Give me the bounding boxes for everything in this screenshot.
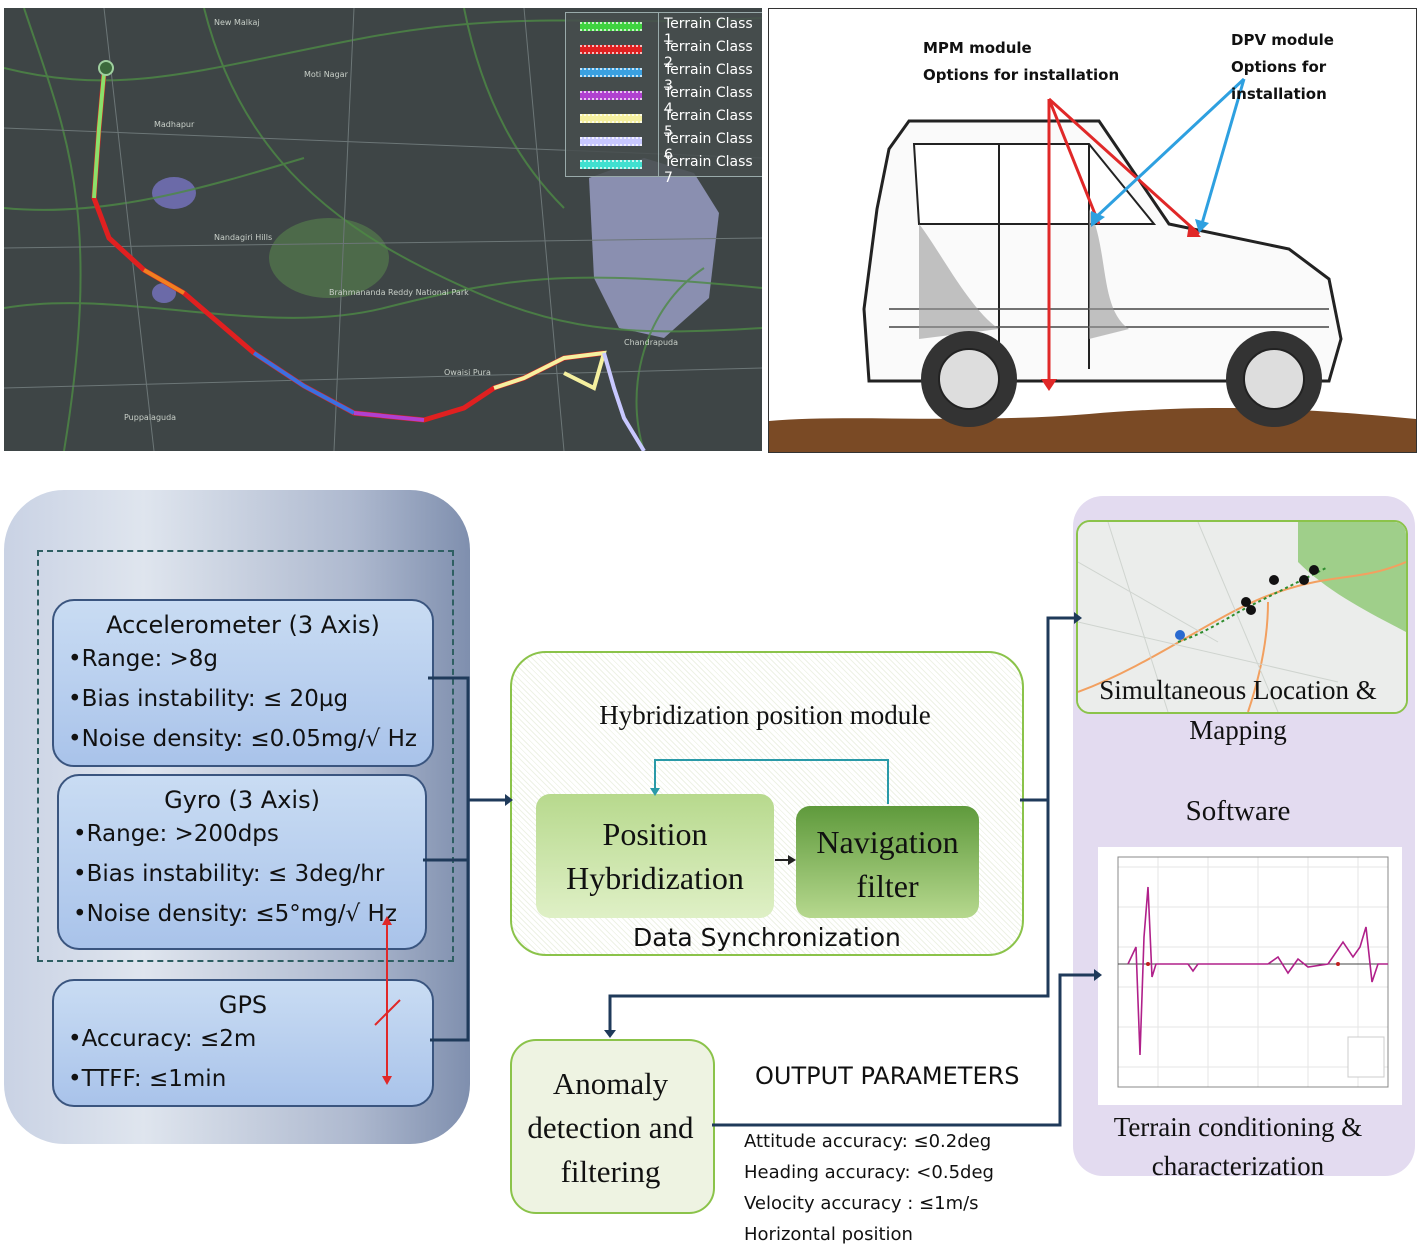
output-parameters-list: Attitude accuracy: ≤0.2deg Heading accur… xyxy=(744,1126,994,1250)
legend-item: Terrain Class 6 xyxy=(566,129,762,163)
imu-dashed-boundary xyxy=(37,550,454,962)
accelerometer-box: Accelerometer (3 Axis) •Range: >8g •Bias… xyxy=(52,599,434,767)
legend-item: Terrain Class 1 xyxy=(566,14,762,48)
anomaly-detection-box xyxy=(510,1039,715,1214)
slam-map xyxy=(1076,520,1408,714)
legend-item: Terrain Class 2 xyxy=(566,37,762,71)
legend-item: Terrain Class 7 xyxy=(566,152,762,186)
map-legend: Terrain Class 1 Terrain Class 2 Terrain … xyxy=(565,12,762,186)
output-item: Velocity accuracy : ≤1m/s xyxy=(744,1193,979,1214)
data-synchronization-label: Data Synchronization xyxy=(633,923,901,952)
legend-item: Terrain Class 5 xyxy=(566,106,762,140)
terrain-label: Terrain conditioning &characterization xyxy=(1113,1112,1363,1181)
legend-item: Terrain Class 3 xyxy=(566,60,762,94)
software-label: Software xyxy=(1185,795,1291,827)
terrain-signal-plot xyxy=(1098,847,1402,1105)
output-item: Horizontal position xyxy=(744,1224,913,1245)
output-item: Heading accuracy: <0.5deg xyxy=(744,1162,994,1183)
slam-map-image xyxy=(1078,522,1406,712)
hybridization-title: Hybridization position module xyxy=(599,700,931,730)
slam-label: Simultaneous Location &Mapping xyxy=(1099,675,1377,745)
legend-item: Terrain Class 4 xyxy=(566,83,762,117)
signal-plot-image xyxy=(1117,856,1389,1088)
output-parameters-title: OUTPUT PARAMETERS xyxy=(755,1062,1020,1090)
vehicle-drawing xyxy=(769,77,1416,452)
output-item: Attitude accuracy: ≤0.2deg xyxy=(744,1131,992,1152)
gyro-box: Gyro (3 Axis) •Range: >200dps •Bias inst… xyxy=(57,774,427,950)
terrain-map: New Malkaj Moti Nagar Madhapur Nandagiri… xyxy=(4,8,762,451)
gps-box: GPS •Accuracy: ≤2m •TTFF: ≤1min xyxy=(52,979,434,1107)
